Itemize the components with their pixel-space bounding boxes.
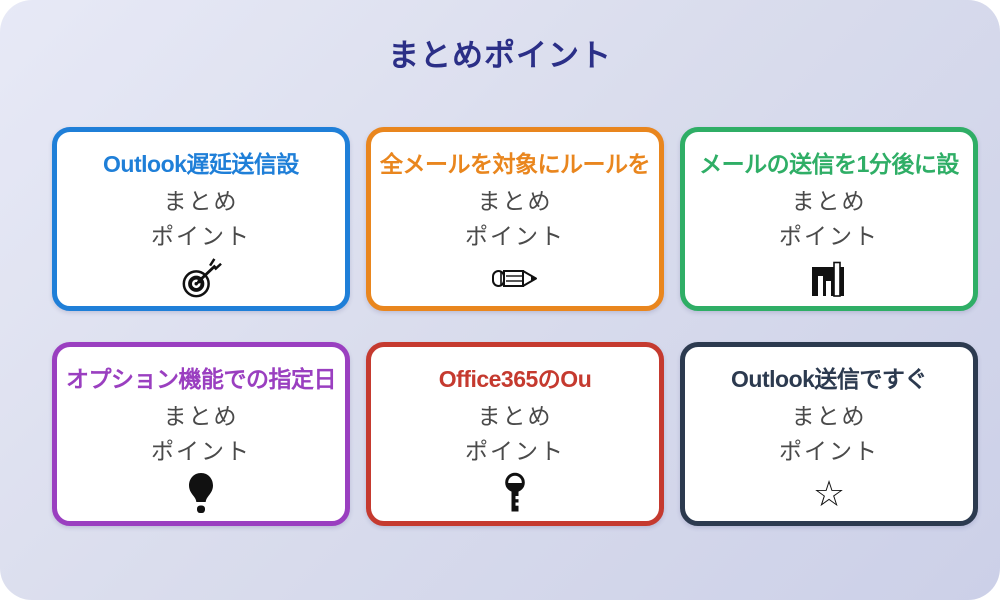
card-title: Outlook送信ですぐ: [731, 366, 927, 392]
card-subtitle-line: ポイント: [151, 223, 251, 249]
card-subtitle-line: ポイント: [779, 438, 879, 464]
card-subtitle-line: まとめ: [163, 188, 239, 214]
card-subtitle-line: まとめ: [477, 403, 553, 429]
card-office365-outlook: Office365のOu まとめ ポイント: [366, 342, 664, 526]
card-title: Office365のOu: [438, 366, 592, 392]
lightbulb-icon: [186, 470, 216, 518]
card-title: オプション機能での指定日: [66, 366, 336, 392]
card-title: メールの送信を1分後に設: [699, 151, 959, 177]
card-title: 全メールを対象にルールを: [380, 151, 650, 177]
key-icon: [501, 470, 529, 518]
page-title: まとめポイント: [388, 38, 612, 73]
dartboard-target-icon: [178, 255, 224, 303]
card-send-one-minute-later: メールの送信を1分後に設 まとめ ポイント: [680, 127, 978, 311]
card-subtitle-line: ポイント: [465, 223, 565, 249]
card-outlook-delay-send: Outlook遅延送信設 まとめ ポイント: [52, 127, 350, 311]
star-icon: ☆: [813, 470, 845, 518]
card-subtitle-line: ポイント: [779, 223, 879, 249]
card-subtitle-line: まとめ: [791, 403, 867, 429]
card-option-specified-date: オプション機能での指定日 まとめ ポイント: [52, 342, 350, 526]
card-subtitle-line: まとめ: [477, 188, 553, 214]
card-subtitle-line: まとめ: [163, 403, 239, 429]
card-outlook-send-immediately: Outlook送信ですぐ まとめ ポイント ☆: [680, 342, 978, 526]
card-subtitle-line: まとめ: [791, 188, 867, 214]
card-subtitle-line: ポイント: [151, 438, 251, 464]
star-glyph: ☆: [812, 473, 846, 514]
card-title: Outlook遅延送信設: [103, 151, 299, 177]
card-subtitle-line: ポイント: [465, 438, 565, 464]
card-grid: Outlook遅延送信設 まとめ ポイント 全メールを対象にルールを まとめ ポ…: [52, 127, 978, 526]
bar-chart-icon: [809, 255, 849, 303]
pencil-icon: [491, 255, 539, 303]
card-all-mail-rule: 全メールを対象にルールを まとめ ポイント: [366, 127, 664, 311]
